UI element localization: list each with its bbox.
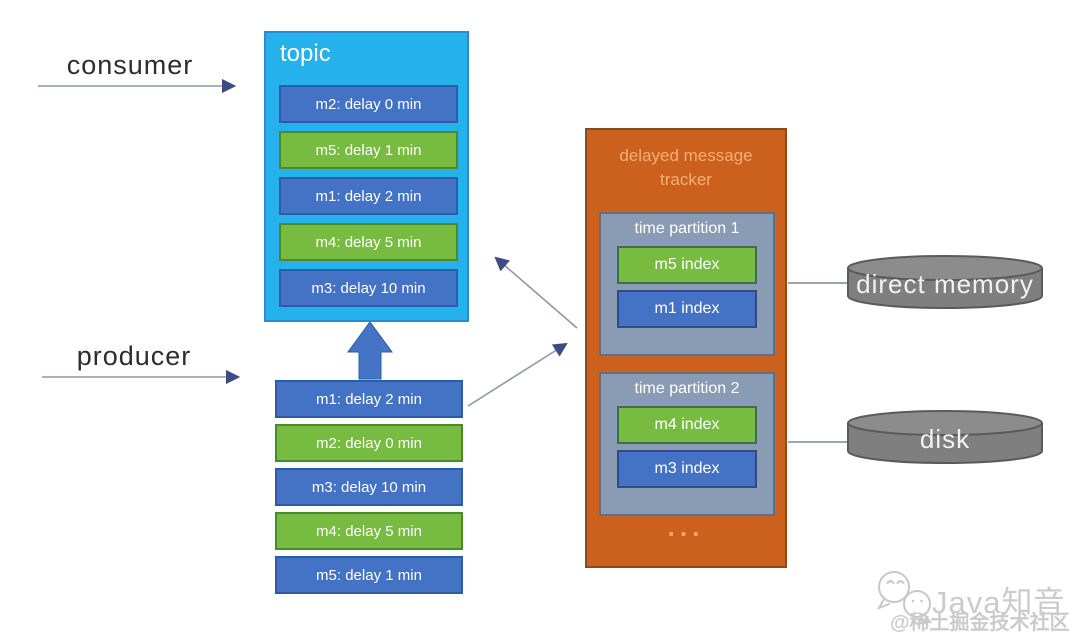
direct-memory-label: direct memory: [856, 269, 1034, 299]
watermark-brand: Java知音: [932, 585, 1066, 620]
cylinder-icon: [847, 255, 1043, 309]
up-block-arrow-icon: [347, 321, 393, 380]
watermark-community: @稀土掘金技术社区: [890, 612, 1070, 634]
producer-message: m3: delay 10 min: [275, 468, 463, 506]
index-item: m3 index: [617, 450, 757, 488]
topic-message-list: m2: delay 0 min m5: delay 1 min m1: dela…: [279, 85, 458, 307]
tracker-title: delayed message tracker: [619, 146, 753, 189]
delayed-message-tracker-box: delayed message tracker time partition 1…: [585, 128, 787, 568]
partition-title: time partition 2: [634, 380, 740, 397]
producer-label: producer: [76, 341, 192, 371]
time-partition-2: time partition 2 m4 index m3 index: [599, 372, 775, 516]
direct-memory-cylinder: direct memory: [845, 253, 1045, 311]
chat-bubbles-icon: [876, 571, 933, 624]
topic-message: m2: delay 0 min: [279, 85, 458, 123]
producer-message: m1: delay 2 min: [275, 380, 463, 418]
consumer-label: consumer: [66, 50, 194, 80]
topic-message: m5: delay 1 min: [279, 131, 458, 169]
partition-index-list: m4 index m3 index: [601, 406, 773, 488]
producer-message: m4: delay 5 min: [275, 512, 463, 550]
topic-message: m1: delay 2 min: [279, 177, 458, 215]
producer-message: m5: delay 1 min: [275, 556, 463, 594]
partition-index-list: m5 index m1 index: [601, 246, 773, 328]
disk-label: disk: [919, 424, 971, 454]
partition-title: time partition 1: [634, 220, 740, 237]
topic-message: m4: delay 5 min: [279, 223, 458, 261]
disk-cylinder: disk: [845, 408, 1045, 466]
producer-message-stack: m1: delay 2 min m2: delay 0 min m3: dela…: [275, 380, 463, 594]
tracker-to-topic-arrow-icon: [494, 256, 578, 329]
time-partition-1: time partition 1 m5 index m1 index: [599, 212, 775, 356]
producer-to-tracker-arrow-icon: [467, 342, 568, 407]
more-partitions-ellipsis: ...: [667, 512, 705, 542]
index-item: m5 index: [617, 246, 757, 284]
cylinder-icon: [847, 410, 1043, 464]
topic-message: m3: delay 10 min: [279, 269, 458, 307]
index-item: m1 index: [617, 290, 757, 328]
topic-title: topic: [280, 40, 331, 67]
producer-message: m2: delay 0 min: [275, 424, 463, 462]
index-item: m4 index: [617, 406, 757, 444]
topic-box: topic m2: delay 0 min m5: delay 1 min m1…: [264, 31, 469, 322]
